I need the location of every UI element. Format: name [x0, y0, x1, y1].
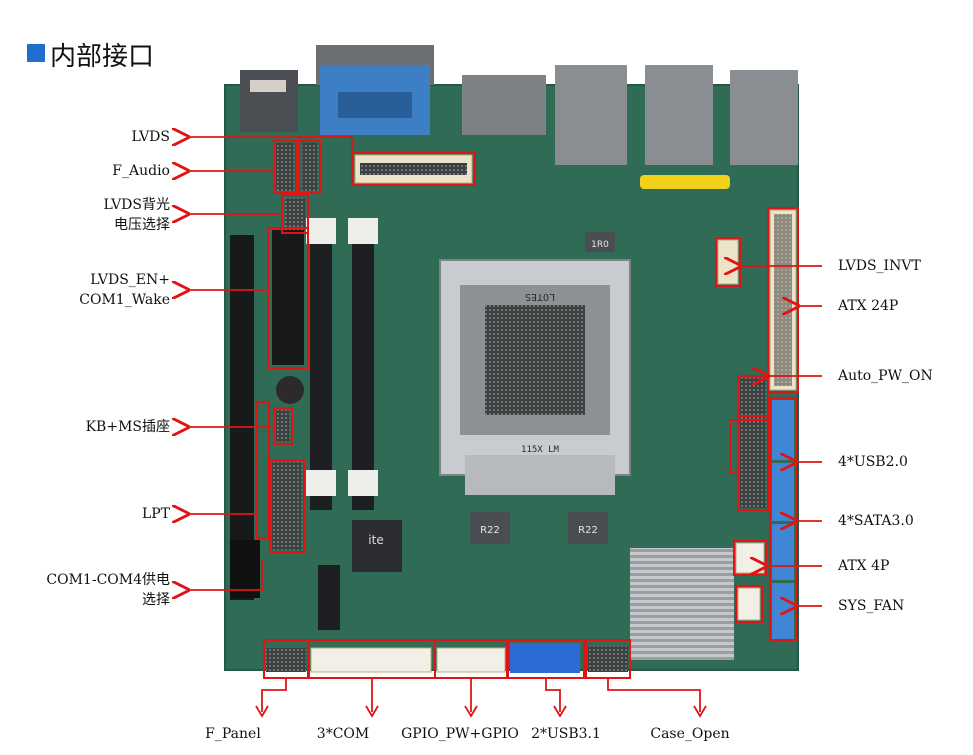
- label-line: KB+MS插座: [85, 419, 170, 435]
- label-atx-24p: ATX 24P: [838, 296, 898, 316]
- socket-mark-text: 115X LM: [521, 445, 560, 455]
- label-com-power: COM1-COM4供电选择: [46, 570, 170, 610]
- choke-3-label: 1R0: [591, 240, 609, 250]
- label-lvds-backlight: LVDS背光电压选择: [103, 195, 170, 235]
- usb20-headers: [740, 418, 766, 508]
- label-line: COM1-COM4供电: [46, 572, 170, 588]
- f-panel-header: [266, 648, 306, 672]
- chipset-heatsink: [630, 548, 734, 660]
- label-atx-4p: ATX 4P: [838, 556, 889, 576]
- label-usb31: 2*USB3.1: [506, 724, 626, 744]
- cmos-battery: [276, 376, 304, 404]
- choke-2: [568, 512, 608, 544]
- label-line: GPIO_PW+GPIO: [401, 726, 519, 742]
- label-line: LPT: [141, 506, 170, 522]
- bottom-arrows: [261, 678, 701, 712]
- label-line: 电压选择: [114, 217, 170, 233]
- label-line: 3*COM: [316, 726, 370, 742]
- choke-1-label: R22: [480, 525, 500, 536]
- label-line: F_Audio: [112, 163, 170, 179]
- lan-port-2: [645, 65, 713, 165]
- label-lvds-en-com1: LVDS_EN+ COM1_Wake: [79, 270, 170, 310]
- title-square-icon: [27, 44, 45, 62]
- sata-port-3: [772, 524, 794, 580]
- sata-port-4: [772, 583, 794, 639]
- yellow-capacitor: [640, 175, 730, 189]
- label-gpio: GPIO_PW+GPIO: [400, 724, 520, 744]
- lan-port-3: [730, 70, 798, 165]
- label-f-audio: F_Audio: [112, 161, 170, 181]
- m2-slot: [318, 565, 340, 630]
- label-auto-pw-on: Auto_PW_ON: [838, 366, 933, 386]
- lan-port-1: [555, 65, 627, 165]
- label-line: ATX 4P: [838, 558, 890, 574]
- label-line: LVDS: [131, 129, 170, 145]
- label-line: LVDS背光: [103, 197, 170, 213]
- label-line: LVDS_INVT: [838, 258, 921, 274]
- label-lvds-invt: LVDS_INVT: [838, 256, 921, 276]
- label-line: SYS_FAN: [838, 598, 905, 614]
- label-line: F_Panel: [205, 726, 261, 742]
- label-usb20: 4*USB2.0: [838, 452, 908, 472]
- gpio-headers: [436, 647, 506, 673]
- backlight-jumper: [285, 198, 305, 230]
- label-f-panel: F_Panel: [173, 724, 293, 744]
- com-headers: [310, 647, 432, 673]
- label-com3: 3*COM: [283, 724, 403, 744]
- label-line: 2*USB3.1: [531, 726, 601, 742]
- label-line: LVDS_EN+: [90, 272, 170, 288]
- super-io-chip: [352, 520, 402, 572]
- label-line: Auto_PW_ON: [838, 368, 933, 384]
- choke-1: [470, 512, 510, 544]
- lvds-invt-connector: [717, 239, 739, 285]
- usb31-header: [510, 643, 580, 673]
- label-lvds: LVDS: [131, 127, 170, 147]
- label-kb-ms: KB+MS插座: [86, 417, 170, 437]
- audio-jack: [240, 70, 298, 132]
- lvds-header: [302, 143, 318, 191]
- page-title: 内部接口: [50, 42, 155, 72]
- label-line: 选择: [142, 592, 170, 608]
- case-open-header: [588, 646, 628, 672]
- chip-brand-text: ite: [368, 533, 383, 547]
- socket-brand-text: LOTES: [525, 291, 555, 302]
- label-line: 4*USB2.0: [838, 454, 908, 470]
- label-line: ATX 24P: [838, 298, 899, 314]
- label-case-open: Case_Open: [630, 724, 750, 744]
- sata-port-2: [772, 463, 794, 521]
- left-arrows: [188, 137, 352, 590]
- usb-stack-1: [462, 75, 546, 135]
- kb-ms-header: [276, 410, 290, 442]
- f-audio-header: [276, 143, 294, 191]
- label-line: 4*SATA3.0: [838, 513, 914, 529]
- pcie-slot-x4: [272, 230, 304, 365]
- label-line: COM1_Wake: [79, 292, 170, 308]
- label-line: Case_Open: [650, 726, 730, 742]
- atx-4p-connector: [735, 542, 765, 574]
- auto-pw-on-jumper: [740, 378, 766, 418]
- dimm-slot-2: [352, 225, 374, 510]
- choke-2-label: R22: [578, 525, 598, 536]
- label-sata30: 4*SATA3.0: [838, 511, 914, 531]
- dimm-slot-1: [310, 225, 332, 510]
- right-arrows: [740, 266, 822, 606]
- sys-fan-connector: [737, 587, 761, 621]
- label-lpt: LPT: [142, 504, 170, 524]
- lpt-header: [272, 462, 302, 550]
- pcie-slot-x16: [230, 235, 254, 600]
- label-sys-fan: SYS_FAN: [838, 596, 904, 616]
- sata-port-1: [772, 400, 794, 460]
